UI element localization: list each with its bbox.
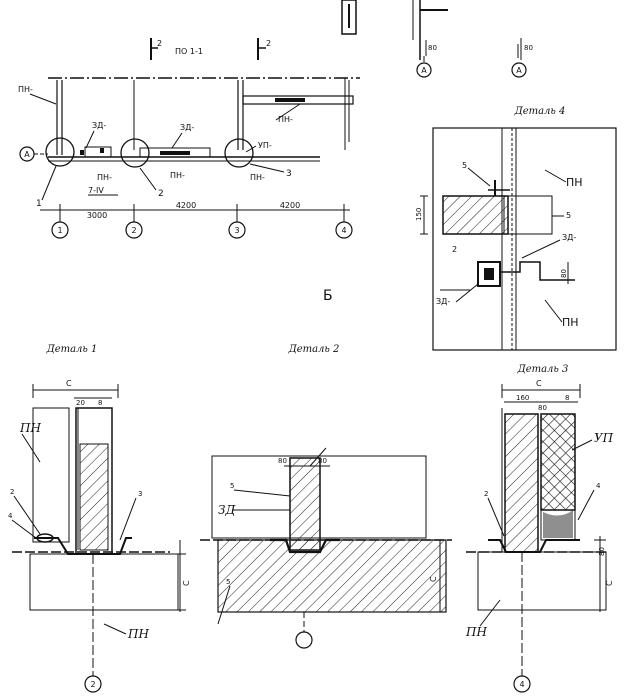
plan-dim-1: 3000 — [87, 211, 107, 220]
detail3-dim-160: 160 — [516, 394, 529, 402]
section-mark-left: 2 — [157, 39, 162, 48]
plan-label-zd-1: ЗД- — [92, 121, 106, 130]
detail3-axis: 4 — [519, 680, 524, 689]
detail4-num-5a: 5 — [462, 161, 467, 170]
detail-3: Деталь 3 С 160 80 8 80 С 4 УП ПН — [465, 364, 614, 693]
plan-axis-3: 3 — [234, 226, 239, 235]
detail2-num-5a: 5 — [230, 482, 234, 490]
top-dim-1: 80 — [428, 44, 437, 52]
top-axis-1: А — [421, 66, 427, 75]
section-label: ПО 1-1 — [175, 47, 203, 56]
detail1-axis: 2 — [90, 680, 95, 689]
detail-2: Деталь 2 80 80 С ЗД 5 5 — [200, 344, 452, 649]
detail2-dim-80b: 80 — [318, 457, 327, 465]
detail4-zd-right: ЗД- — [562, 233, 576, 242]
top-axis-circle-2 — [511, 62, 527, 78]
detail-4: Деталь 4 150 80 ПН ПН 5 5 2 ЗД- ЗД — [415, 106, 617, 351]
detail2-dim-c-side: С — [429, 576, 438, 582]
plan-axis-2: 2 — [131, 226, 136, 235]
plan-label-roman: 7-IV — [88, 186, 104, 195]
detail3-dim-80-side: 80 — [598, 547, 606, 556]
detail1-pn-bottom: ПН — [127, 627, 149, 641]
detail2-zd: ЗД — [218, 503, 235, 517]
top-axis-2: А — [516, 66, 522, 75]
plan-label-pn-left: ПН- — [18, 85, 33, 94]
detail3-pn-bottom: ПН — [465, 625, 487, 639]
plan-axis-row: А — [24, 150, 30, 159]
detail3-title: Деталь 3 — [517, 364, 569, 375]
plan-label-pn-mid-1: ПН- — [97, 173, 112, 182]
detail3-num-2: 2 — [484, 490, 488, 498]
detail3-num-4: 4 — [596, 482, 601, 490]
plan-dim-3: 4200 — [280, 201, 300, 210]
detail3-up: УП — [594, 431, 614, 445]
plan-callout-1: 1 — [36, 199, 42, 209]
top-dim-2: 80 — [524, 44, 533, 52]
detail1-dim-20: 20 — [76, 399, 85, 407]
top-fragment: 80 А 80 А — [341, 0, 533, 78]
detail-1: Деталь 1 С 20 8 С 2 ПН ПН 2 4 — [8, 344, 191, 693]
plan-label-zd-2: ЗД- — [180, 123, 194, 132]
detail4-num-5b: 5 — [566, 211, 571, 220]
detail4-zd-left: ЗД- — [436, 297, 450, 306]
detail2-axis-circle — [295, 631, 313, 649]
detail3-dim-80: 80 — [538, 404, 547, 412]
detail2-num-5b: 5 — [226, 578, 230, 586]
sheet-letter: Б — [323, 288, 333, 304]
plan-axis-4: 4 — [341, 226, 346, 235]
detail1-dim-c: С — [66, 379, 72, 388]
detail1-num-2: 2 — [10, 488, 14, 496]
plan-dim-2: 4200 — [176, 201, 196, 210]
detail4-title: Деталь 4 — [514, 106, 566, 117]
plan-label-pn-right: ПН- — [278, 115, 293, 124]
plan-axis-1: 1 — [57, 226, 62, 235]
plan-label-pn-mid-3: ПН- — [250, 173, 265, 182]
detail2-title: Деталь 2 — [288, 344, 340, 355]
detail4-pn-top: ПН — [566, 176, 583, 189]
plan-label-pn-mid-2: ПН- — [170, 171, 185, 180]
plan-callout-2: 2 — [158, 189, 164, 199]
detail1-pn-top: ПН — [19, 421, 41, 435]
detail3-dim-c-side: С — [605, 580, 614, 586]
detail1-num-3: 3 — [138, 490, 142, 498]
detail3-dim-c: С — [536, 379, 542, 388]
detail1-num-4: 4 — [8, 512, 13, 520]
detail1-dim-c-side: С — [182, 580, 191, 586]
top-axis-circle-1 — [416, 62, 432, 78]
detail3-dim-8: 8 — [565, 394, 569, 402]
detail4-dim-80: 80 — [560, 269, 568, 278]
plan-label-up: УП- — [258, 141, 272, 150]
detail4-num-2: 2 — [452, 245, 457, 254]
detail4-pn-bottom: ПН — [562, 316, 579, 329]
floor-plan: 2 ПО 1-1 2 А ПН- — [18, 38, 360, 239]
detail2-dim-80a: 80 — [278, 457, 287, 465]
detail4-dim-150: 150 — [415, 208, 423, 221]
section-mark-right: 2 — [266, 39, 271, 48]
plan-callout-3: 3 — [286, 169, 292, 179]
detail1-title: Деталь 1 — [46, 344, 98, 355]
detail1-dim-8: 8 — [98, 399, 102, 407]
